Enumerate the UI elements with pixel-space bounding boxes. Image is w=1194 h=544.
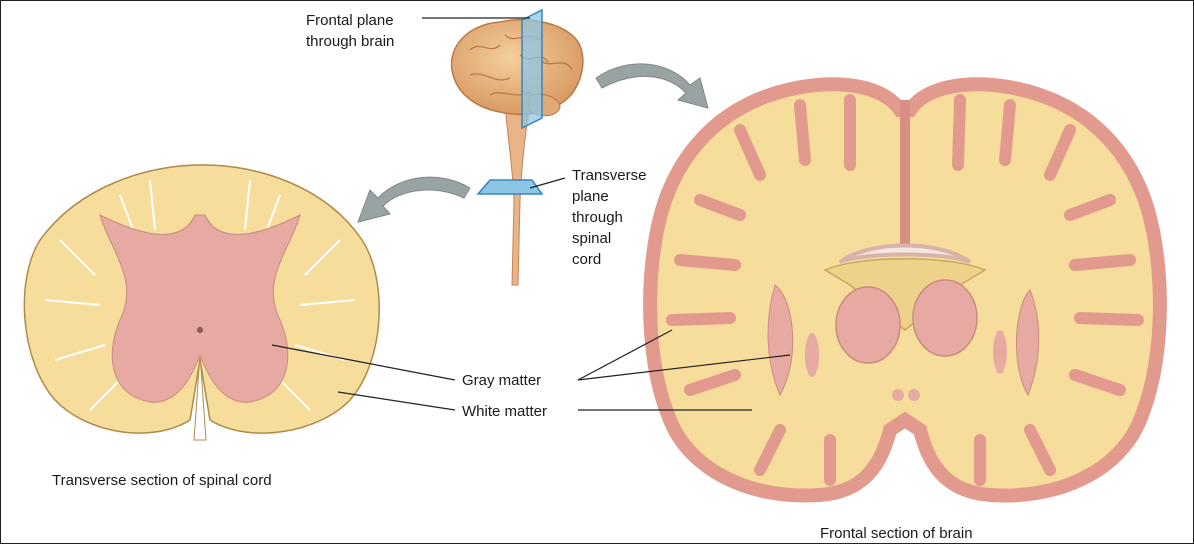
arrow-to-spinal-section (357, 176, 471, 223)
brain-hemisphere (450, 19, 584, 115)
frontal-plane-label: Frontal plane through brain (306, 12, 398, 50)
frontal-plane (521, 8, 543, 130)
claustrum-left (805, 333, 819, 377)
white-matter-leader-spinal (337, 391, 456, 411)
basal-nucleus-left (835, 286, 901, 364)
spinal-section-caption: Transverse section of spinal cord (52, 472, 272, 489)
gray-matter-label: Gray matter (462, 372, 541, 389)
whole-brain-illustration (450, 8, 584, 286)
gray-matter-leader-insula (577, 354, 791, 381)
transverse-plane-leader (529, 177, 566, 189)
corpus-callosum (838, 243, 972, 264)
gray-matter-leader-cortex (577, 329, 673, 381)
claustrum-right (993, 330, 1007, 374)
gray-matter-leader-spinal (271, 344, 456, 381)
central-canal (197, 327, 203, 333)
brain-section-caption: Frontal section of brain (820, 525, 973, 542)
spinal-gray-matter (99, 214, 301, 403)
brain-cortex-folds (666, 94, 1144, 486)
transverse-plane-label: Transverse plane through spinal cord (572, 167, 651, 268)
lateral-ventricles (823, 258, 987, 331)
insula-left (767, 284, 794, 397)
spinal-white-matter-fissures (44, 179, 356, 411)
brain-gyri (469, 34, 573, 96)
spinal-cord-stem (504, 104, 531, 286)
arrow-to-brain-section (595, 63, 709, 109)
basal-nucleus-right (912, 279, 978, 357)
mammillary-right (908, 389, 920, 401)
brain-frontal-section (643, 77, 1167, 503)
spinal-median-fissure (193, 354, 207, 441)
white-matter-label: White matter (462, 403, 547, 420)
transverse-plane (476, 179, 544, 195)
insula-right (1015, 289, 1040, 397)
mammillary-left (892, 389, 904, 401)
spinal-cord-section (23, 164, 380, 441)
